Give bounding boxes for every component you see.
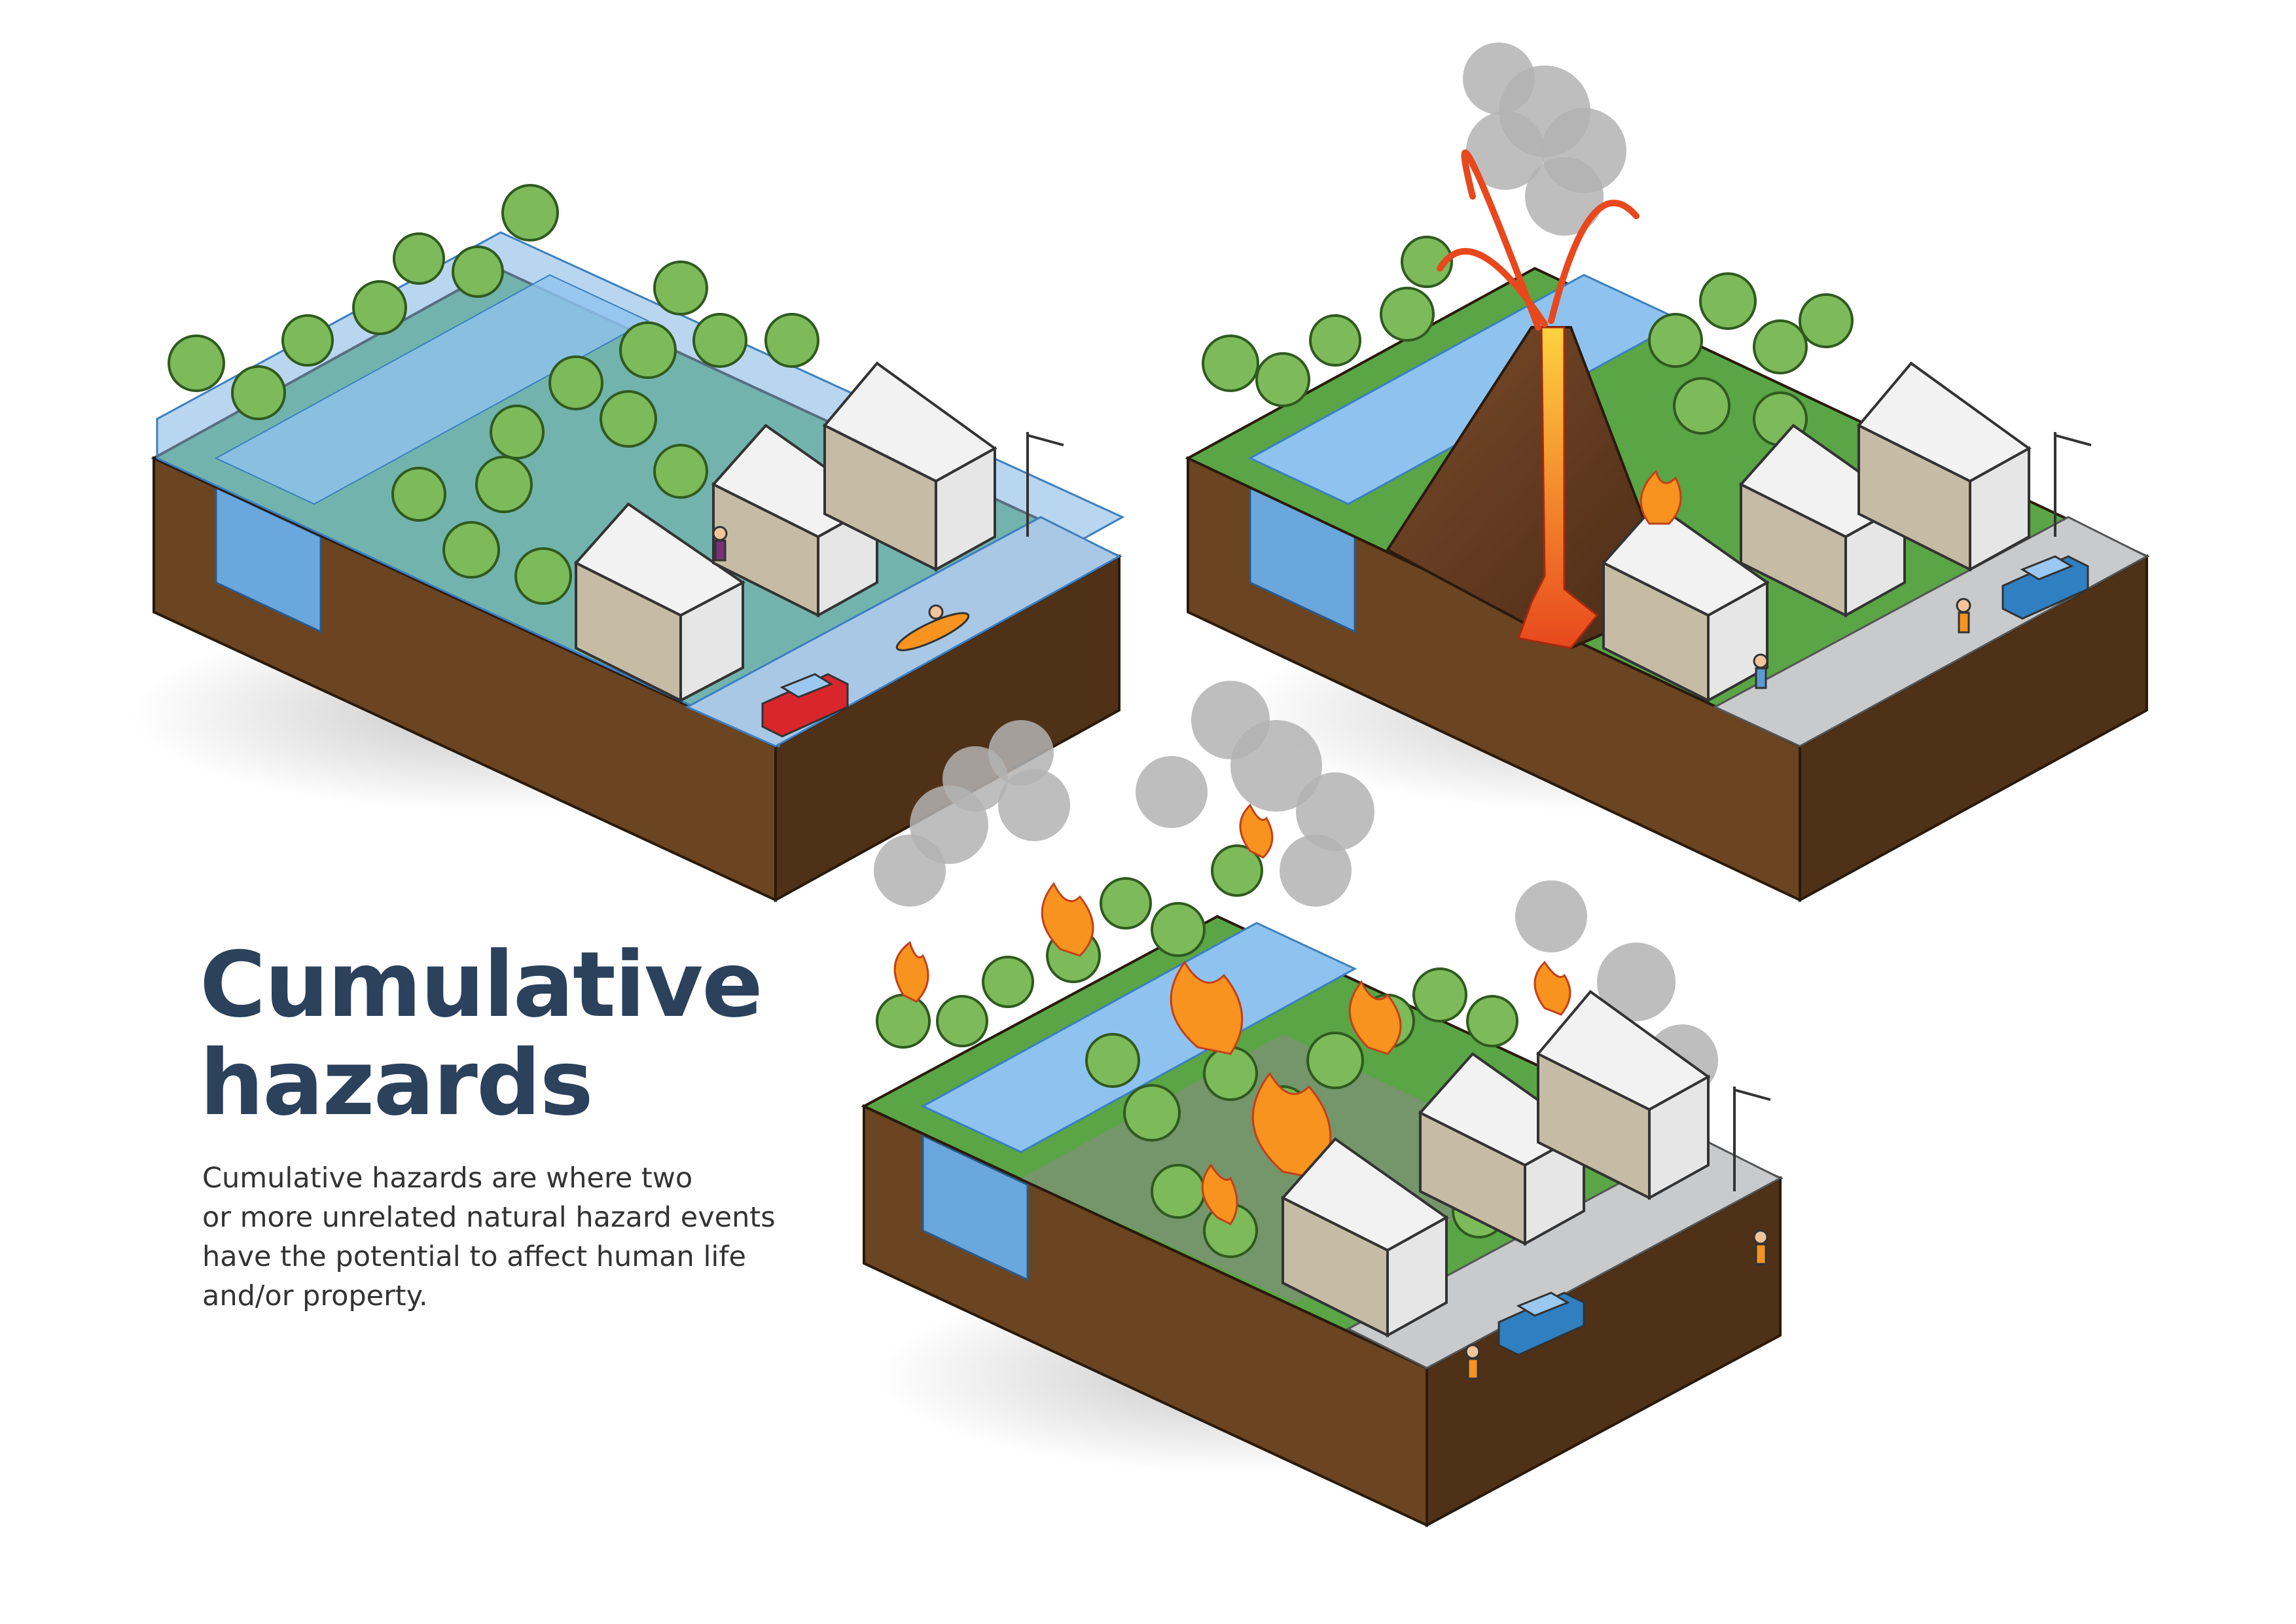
description-line-2: or more unrelated natural hazard events: [202, 1201, 776, 1234]
title-line-1: Cumulative: [200, 932, 763, 1038]
flood-scene: [131, 184, 1125, 903]
wildfire-houses: [1280, 990, 1711, 1338]
blue-car: [1498, 1291, 1585, 1356]
volcano-scene: [1185, 43, 2150, 903]
flames: [893, 803, 1571, 1225]
person-on-roof: [712, 526, 728, 562]
title-line-2: hazards: [200, 1030, 594, 1136]
description: Cumulative hazards are where two or more…: [202, 1159, 778, 1316]
flood-houses: [573, 361, 997, 703]
river-channel: [214, 274, 650, 505]
red-car: [761, 673, 849, 738]
volcano-smoke: [1463, 43, 1626, 236]
wildfire-scene: [861, 681, 1784, 1528]
burning-trees: [876, 844, 1518, 1258]
running-people: [1465, 1229, 1768, 1380]
river-cutaway: [922, 1134, 1029, 1282]
blue-car: [2001, 555, 2089, 620]
street-light: [1733, 1087, 1771, 1191]
lava-arcs: [1437, 149, 1640, 331]
street-light: [2054, 432, 2092, 537]
description-line-4: and/or property.: [202, 1280, 428, 1312]
street-light: [1026, 432, 1064, 537]
volcano-houses: [1601, 361, 2032, 703]
running-people: [1753, 598, 1971, 689]
river: [920, 922, 1357, 1153]
kayak: [895, 604, 970, 651]
description-line-1: Cumulative hazards are where two: [202, 1162, 693, 1195]
roof-fire: [1640, 469, 1682, 525]
page-title: Cumulative hazards: [200, 932, 763, 1136]
lava-flow: [1516, 326, 1599, 649]
description-line-3: have the potential to affect human life: [202, 1240, 746, 1273]
